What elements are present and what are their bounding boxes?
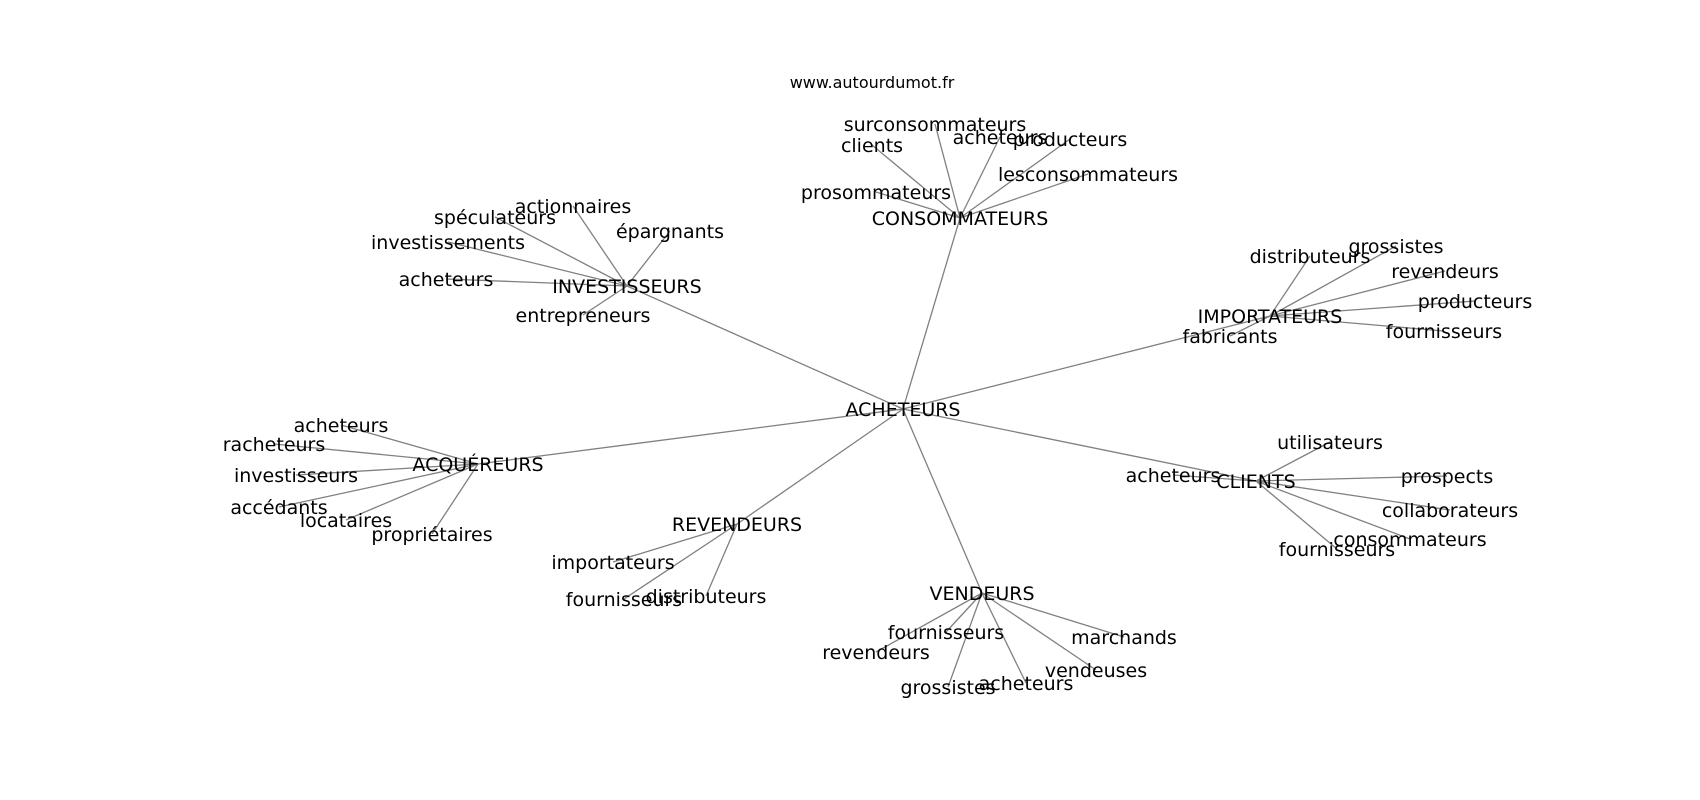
word-node-imp-3: producteurs (1418, 291, 1533, 313)
cluster-node-imp: IMPORTATEURS (1198, 306, 1343, 328)
word-node-cons-4: lesconsommateurs (998, 164, 1178, 186)
word-node-cons-1: clients (841, 135, 903, 157)
word-node-acq-2: investisseurs (234, 465, 358, 487)
word-node-cli-3: collaborateurs (1382, 500, 1518, 522)
edge-acq-1 (273, 443, 479, 465)
edge-acq-4 (345, 463, 479, 521)
edge-inv-2 (626, 230, 671, 287)
edge-center-ven (902, 408, 983, 594)
word-node-cli-5: fournisseurs (1279, 539, 1395, 561)
edge-ven-5 (981, 592, 1027, 684)
edge-acq-3 (278, 463, 479, 508)
word-node-acq-3: accédants (230, 497, 327, 519)
edge-rev-0 (612, 523, 738, 563)
edge-cli-4 (1255, 480, 1411, 540)
edge-center-acq (477, 408, 904, 465)
edge-rev-1 (623, 523, 738, 600)
word-node-imp-4: fournisseurs (1386, 321, 1502, 343)
edge-ven-0 (945, 592, 983, 633)
word-node-acq-1: racheteurs (223, 434, 326, 456)
word-node-ven-5: acheteurs (979, 673, 1074, 695)
edge-center-cons (902, 217, 961, 410)
word-node-ven-2: marchands (1071, 627, 1177, 649)
word-node-imp-5: fabricants (1183, 326, 1278, 348)
edge-imp-5 (1229, 315, 1271, 337)
word-node-ven-0: fournisseurs (888, 622, 1004, 644)
cluster-node-cli: CLIENTS (1216, 471, 1295, 493)
center-node: ACHETEURS (845, 399, 960, 421)
edge-ven-2 (981, 592, 1125, 638)
word-node-rev-1: fournisseurs (566, 589, 682, 611)
edge-center-imp (902, 315, 1271, 410)
edge-imp-0 (1269, 245, 1397, 317)
word-node-acq-0: acheteurs (294, 415, 389, 437)
word-node-cli-4: consommateurs (1333, 529, 1486, 551)
edge-inv-0 (572, 205, 628, 287)
word-node-rev-0: importateurs (551, 552, 674, 574)
edge-imp-3 (1269, 300, 1476, 317)
edge-inv-3 (447, 241, 628, 287)
cluster-node-cons: CONSOMMATEURS (872, 208, 1049, 230)
word-node-cons-5: prosommateurs (801, 182, 951, 204)
edge-inv-1 (494, 216, 628, 287)
edge-ven-4 (947, 592, 983, 688)
edge-cons-4 (959, 173, 1089, 219)
word-node-inv-1: spéculateurs (434, 207, 556, 229)
edge-cli-0 (1255, 441, 1331, 482)
word-node-cons-3: producteurs (1013, 129, 1128, 151)
word-node-inv-3: investissements (371, 232, 525, 254)
edge-rev-2 (705, 523, 738, 597)
word-node-acq-5: propriétaires (371, 524, 492, 546)
word-node-acq-4: locataires (300, 510, 392, 532)
word-node-cons-0: surconsommateurs (844, 114, 1027, 136)
edge-ven-3 (981, 592, 1097, 671)
edge-cli-2 (1255, 475, 1448, 482)
word-node-inv-4: acheteurs (399, 269, 494, 291)
word-node-imp-1: distributeurs (1250, 246, 1371, 268)
edge-cons-2 (959, 136, 1001, 219)
word-node-cli-0: utilisateurs (1277, 432, 1383, 454)
edge-imp-2 (1269, 270, 1446, 317)
edge-acq-2 (295, 463, 479, 476)
edge-acq-5 (431, 463, 479, 535)
cluster-node-ven: VENDEURS (929, 583, 1034, 605)
edge-center-inv (626, 285, 904, 410)
edge-cons-3 (959, 138, 1071, 219)
word-node-ven-3: vendeuses (1045, 660, 1147, 682)
word-node-imp-2: revendeurs (1391, 261, 1499, 283)
edge-inv-4 (445, 278, 628, 287)
graph-edges (273, 123, 1476, 688)
edge-cons-5 (875, 191, 961, 219)
edge-center-rev (736, 408, 904, 525)
site-watermark: www.autourdumot.fr (790, 73, 955, 92)
edge-cli-1 (1172, 474, 1257, 482)
word-node-cli-1: acheteurs (1126, 465, 1221, 487)
edge-cons-1 (871, 144, 961, 219)
word-node-imp-0: grossistes (1348, 236, 1443, 258)
word-node-cons-2: acheteurs (953, 127, 1048, 149)
edge-cli-3 (1255, 480, 1451, 511)
cluster-node-acq: ACQUÉREURS (412, 453, 543, 476)
edge-inv-5 (582, 285, 628, 316)
edge-cli-5 (1255, 480, 1338, 550)
word-node-rev-2: distributeurs (646, 586, 767, 608)
word-node-inv-5: entrepreneurs (516, 305, 651, 327)
edge-center-cli (902, 408, 1257, 482)
cluster-node-inv: INVESTISSEURS (552, 276, 701, 298)
word-node-inv-0: actionnaires (515, 196, 631, 218)
word-node-ven-1: revendeurs (822, 642, 930, 664)
edge-ven-1 (875, 592, 983, 653)
edge-imp-1 (1269, 255, 1311, 317)
edge-cons-0 (934, 123, 961, 219)
cluster-node-rev: REVENDEURS (672, 514, 802, 536)
edge-imp-4 (1269, 315, 1445, 332)
word-node-inv-2: épargnants (616, 221, 724, 243)
word-node-ven-4: grossistes (900, 677, 995, 699)
edge-acq-0 (340, 424, 479, 465)
word-node-cli-2: prospects (1401, 466, 1494, 488)
